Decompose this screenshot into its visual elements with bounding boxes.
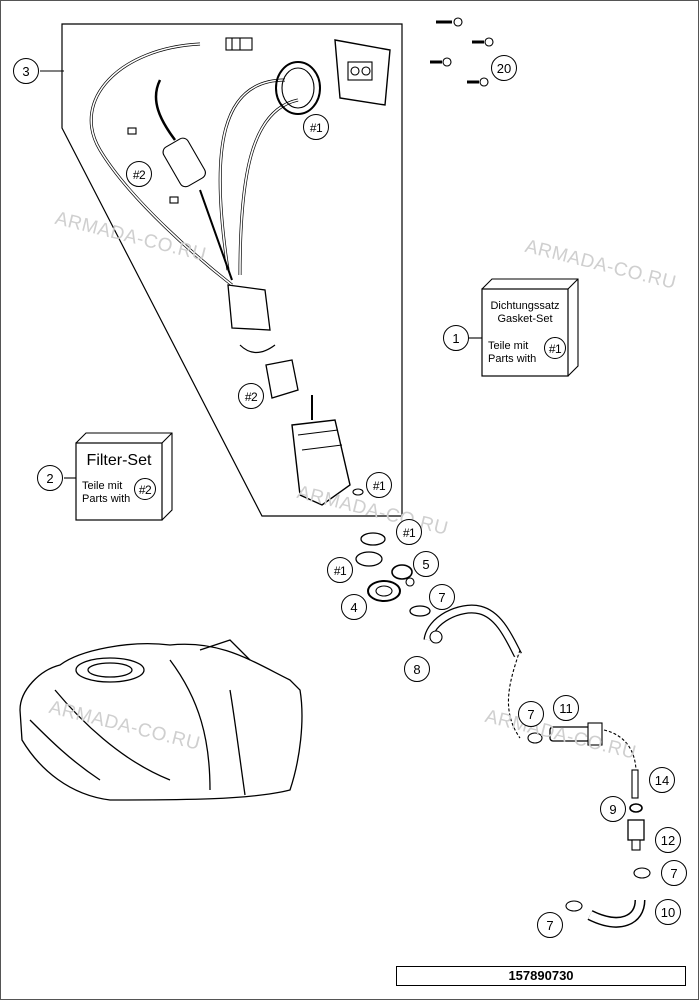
filter-kit-title: Filter-Set <box>86 452 152 469</box>
filter-kit-parts: Teile mit Parts with <box>82 480 130 506</box>
ref-callout-1: #1 <box>396 519 422 545</box>
fuel-tank <box>19 639 303 801</box>
filter-kit-parts-en: Parts with <box>82 493 131 505</box>
pump-assembly-outline <box>61 23 403 517</box>
callout-1: 1 <box>443 325 469 351</box>
callout-4: 4 <box>341 594 367 620</box>
callout-20: 20 <box>491 55 517 81</box>
bolt-group <box>430 17 494 87</box>
ref-callout-1: #1 <box>327 557 353 583</box>
callout-9: 9 <box>600 796 626 822</box>
gasket-kit-parts-en: Parts with <box>488 353 537 365</box>
callout-11: 11 <box>553 695 579 721</box>
callout-12: 12 <box>655 827 681 853</box>
filter-kit-ref: #2 <box>134 478 156 500</box>
ref-callout-2: #2 <box>238 383 264 409</box>
gasket-kit-title-en: Gasket-Set <box>497 313 553 325</box>
ref-callout-2: #2 <box>126 161 152 187</box>
callout-7: 7 <box>518 701 544 727</box>
gasket-kit-parts-de: Teile mit <box>488 340 529 352</box>
callout-5: 5 <box>413 551 439 577</box>
callout-7: 7 <box>537 912 563 938</box>
gasket-kit-parts: Teile mit Parts with <box>488 340 536 366</box>
callout-7: 7 <box>429 584 455 610</box>
callout-2: 2 <box>37 465 63 491</box>
diagram-id: 157890730 <box>396 966 686 986</box>
callout-3: 3 <box>13 58 39 84</box>
ref-callout-1: #1 <box>303 114 329 140</box>
callout-14: 14 <box>649 767 675 793</box>
filter-kit-parts-de: Teile mit <box>82 480 123 492</box>
gasket-kit-ref: #1 <box>544 337 566 359</box>
filter-kit-label: Filter-Set <box>78 452 160 470</box>
callout-8: 8 <box>404 656 430 682</box>
callout-7: 7 <box>661 860 687 886</box>
ref-callout-1: #1 <box>366 472 392 498</box>
gasket-kit-label: Dichtungssatz Gasket-Set <box>482 300 568 326</box>
gasket-kit-title-de: Dichtungssatz <box>490 300 560 312</box>
filter-kit-box <box>75 432 173 521</box>
callout-10: 10 <box>655 899 681 925</box>
gasket-kit-box <box>481 278 579 377</box>
